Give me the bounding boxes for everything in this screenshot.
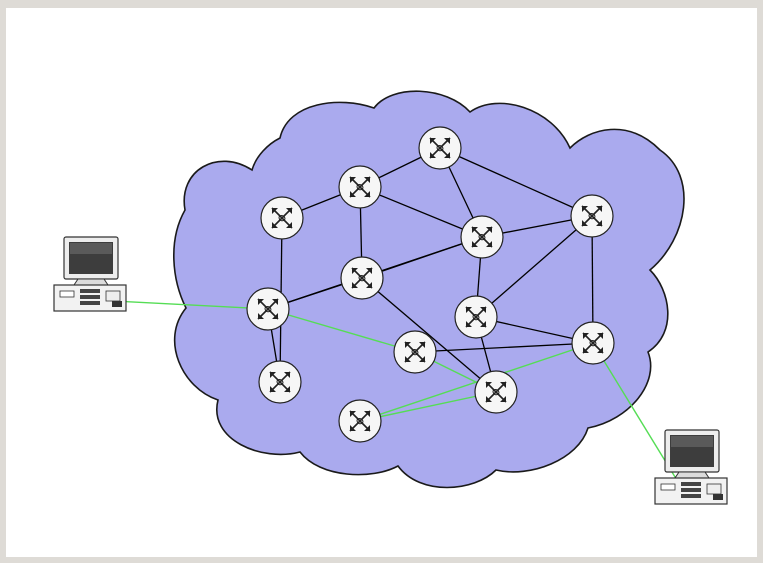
router-icon [338,165,382,209]
router-icon [418,126,462,170]
network-cloud [173,90,685,489]
router-icon [570,194,614,238]
router-icon [460,215,504,259]
network-link [414,342,594,353]
path-link [267,308,416,353]
path-link [359,391,497,422]
router-icon [393,330,437,374]
desktop-computer-icon [53,236,127,312]
router-icon [246,287,290,331]
router-icon [454,295,498,339]
desktop-computer-icon [654,429,728,505]
router-icon [571,321,615,365]
network-link [361,277,497,393]
router-icon [260,196,304,240]
network-link [475,215,593,318]
router-icon [258,360,302,404]
router-icon [338,399,382,443]
router-icon [340,256,384,300]
network-link [359,186,483,238]
network-link [439,147,593,217]
path-link [359,342,594,422]
router-icon [474,370,518,414]
